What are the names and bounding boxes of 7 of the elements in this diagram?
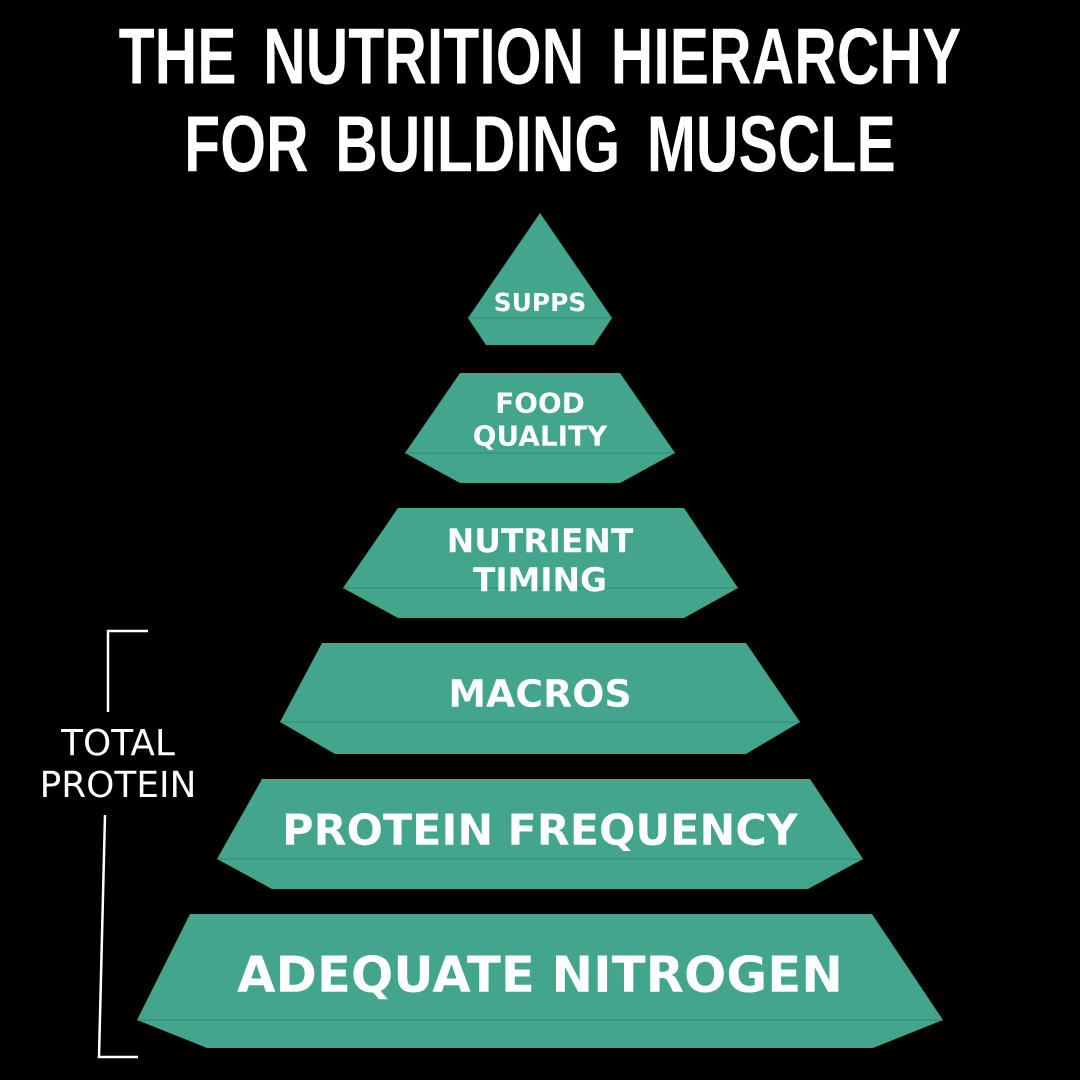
bracket-label: TOTAL PROTEIN [43, 728, 193, 798]
pyramid-tier: FOOD QUALITY [404, 373, 676, 483]
pyramid-tier: PROTEIN FREQUENCY [216, 779, 864, 889]
pyramid-tier: ADEQUATE NITROGEN [136, 914, 944, 1048]
pyramid-tier: SUPPS [467, 213, 613, 345]
title: THE NUTRITION HIERARCHY FOR BUILDING MUSCLE [119, 27, 961, 173]
pyramid-tier: NUTRIENT TIMING [342, 508, 739, 618]
